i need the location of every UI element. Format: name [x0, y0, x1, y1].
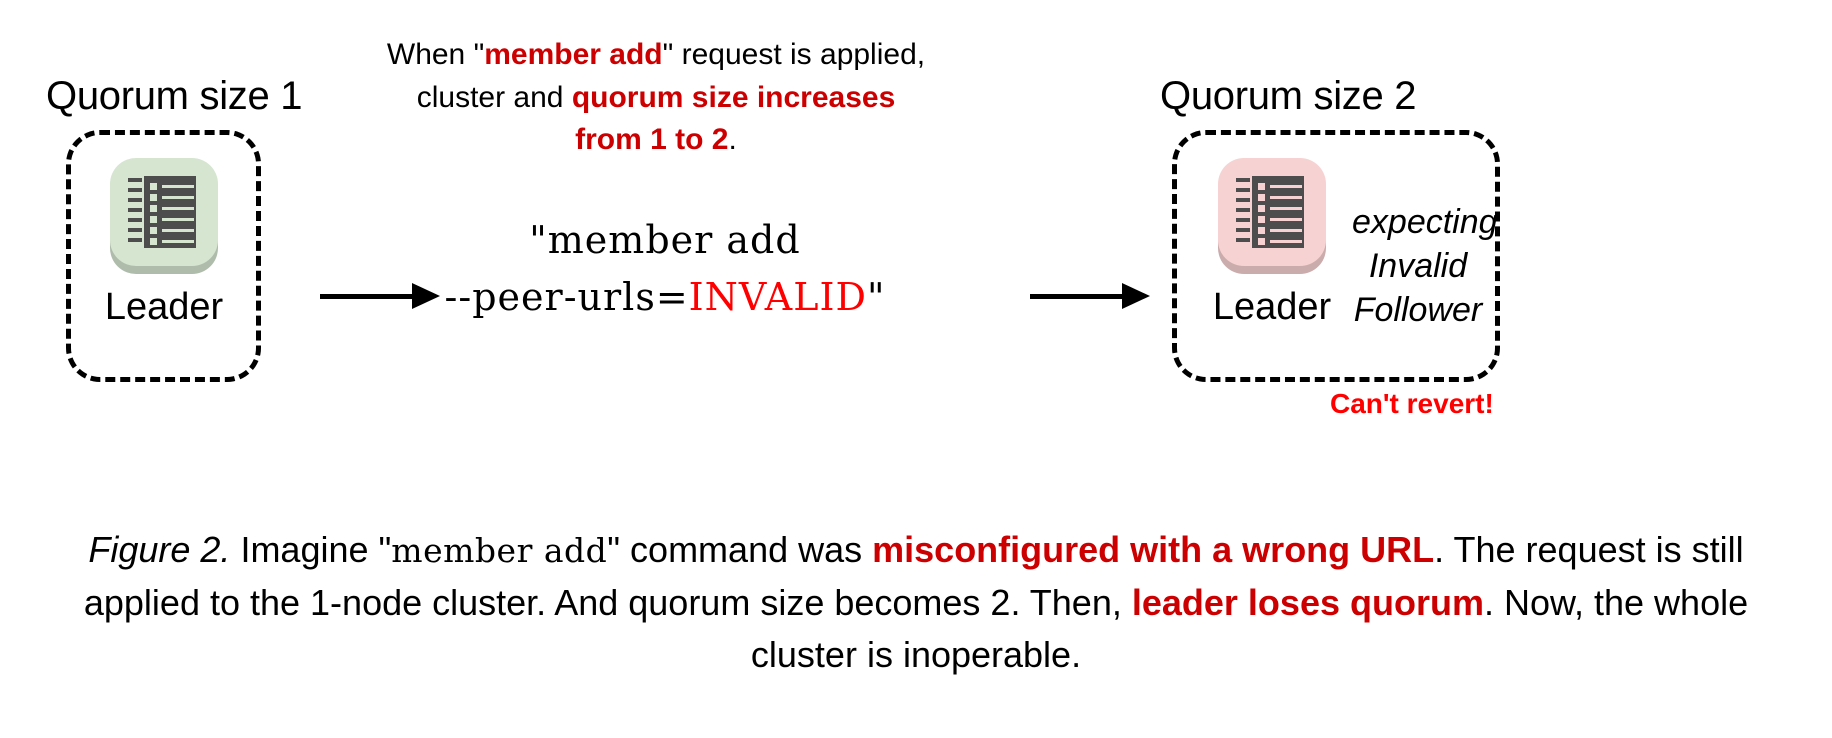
notebook-rings — [128, 178, 146, 246]
icon-plate — [110, 158, 218, 266]
cluster-left-box — [66, 130, 261, 382]
status-line-2: Invalid — [1368, 247, 1468, 286]
caption-seg3: . The request is still applied to the 1-… — [83, 529, 1744, 623]
notebook-icon — [110, 158, 218, 274]
arrow-shaft — [320, 293, 413, 299]
cant-revert-warning: Can't revert! — [1330, 388, 1494, 419]
annotation-line3-post: . — [728, 123, 737, 157]
command-line2-post: " — [866, 275, 886, 319]
arrow-head — [1122, 283, 1150, 309]
command-line1: "member add — [529, 218, 801, 262]
caption-seg2: " command was — [607, 529, 873, 570]
annotation-line1-highlight: member add — [484, 38, 663, 71]
arrow-apply-request — [320, 283, 440, 309]
node-left-label: Leader — [104, 286, 224, 328]
notebook-icon — [1218, 158, 1326, 274]
command-text: "member add --peer-urls=INVALID" — [430, 212, 900, 326]
annotation-line1-post: " request is applied, — [662, 38, 926, 71]
caption-seg1: Imagine " — [230, 529, 392, 570]
annotation-line1-pre: When " — [386, 38, 485, 71]
arrow-shaft — [1030, 293, 1123, 299]
node-right: Leader — [1196, 158, 1348, 326]
annotation-line3-highlight: from 1 to 2 — [575, 123, 729, 157]
expected-follower-status: expecting Invalid Follower — [1352, 200, 1498, 333]
status-line-3: Follower — [1353, 291, 1483, 330]
caption-highlight-loses-quorum: leader loses quorum — [1131, 581, 1484, 623]
cluster-right-box — [1172, 130, 1500, 382]
command-invalid-value: INVALID — [688, 275, 867, 319]
notebook-rows — [1258, 182, 1302, 249]
command-line2-pre: --peer-urls= — [444, 275, 689, 319]
status-line-1: expecting — [1352, 203, 1498, 241]
node-left: Leader — [88, 158, 240, 326]
arrow-result — [1030, 283, 1150, 309]
notebook-rows — [150, 182, 194, 249]
annotation-line2-highlight: quorum size increases — [571, 80, 896, 114]
arrow-head — [412, 283, 440, 309]
figure-caption: Figure 2. Imagine "member add" command w… — [40, 524, 1792, 682]
annotation-line2-pre: cluster and — [416, 80, 572, 114]
cluster-right-title: Quorum size 2 — [1160, 74, 1417, 118]
caption-seg4: . Now, the whole cluster is inoperable. — [750, 581, 1749, 676]
figure-label: Figure 2. — [88, 529, 231, 570]
node-right-label: Leader — [1212, 286, 1332, 328]
cluster-left-title: Quorum size 1 — [46, 74, 303, 118]
caption-command-mono: member add — [391, 531, 608, 570]
notebook-rings — [1236, 178, 1254, 246]
top-annotation: When "member add" request is applied, cl… — [356, 34, 956, 162]
icon-plate — [1218, 158, 1326, 266]
caption-highlight-misconfigured: misconfigured with a wrong URL — [872, 529, 1435, 570]
